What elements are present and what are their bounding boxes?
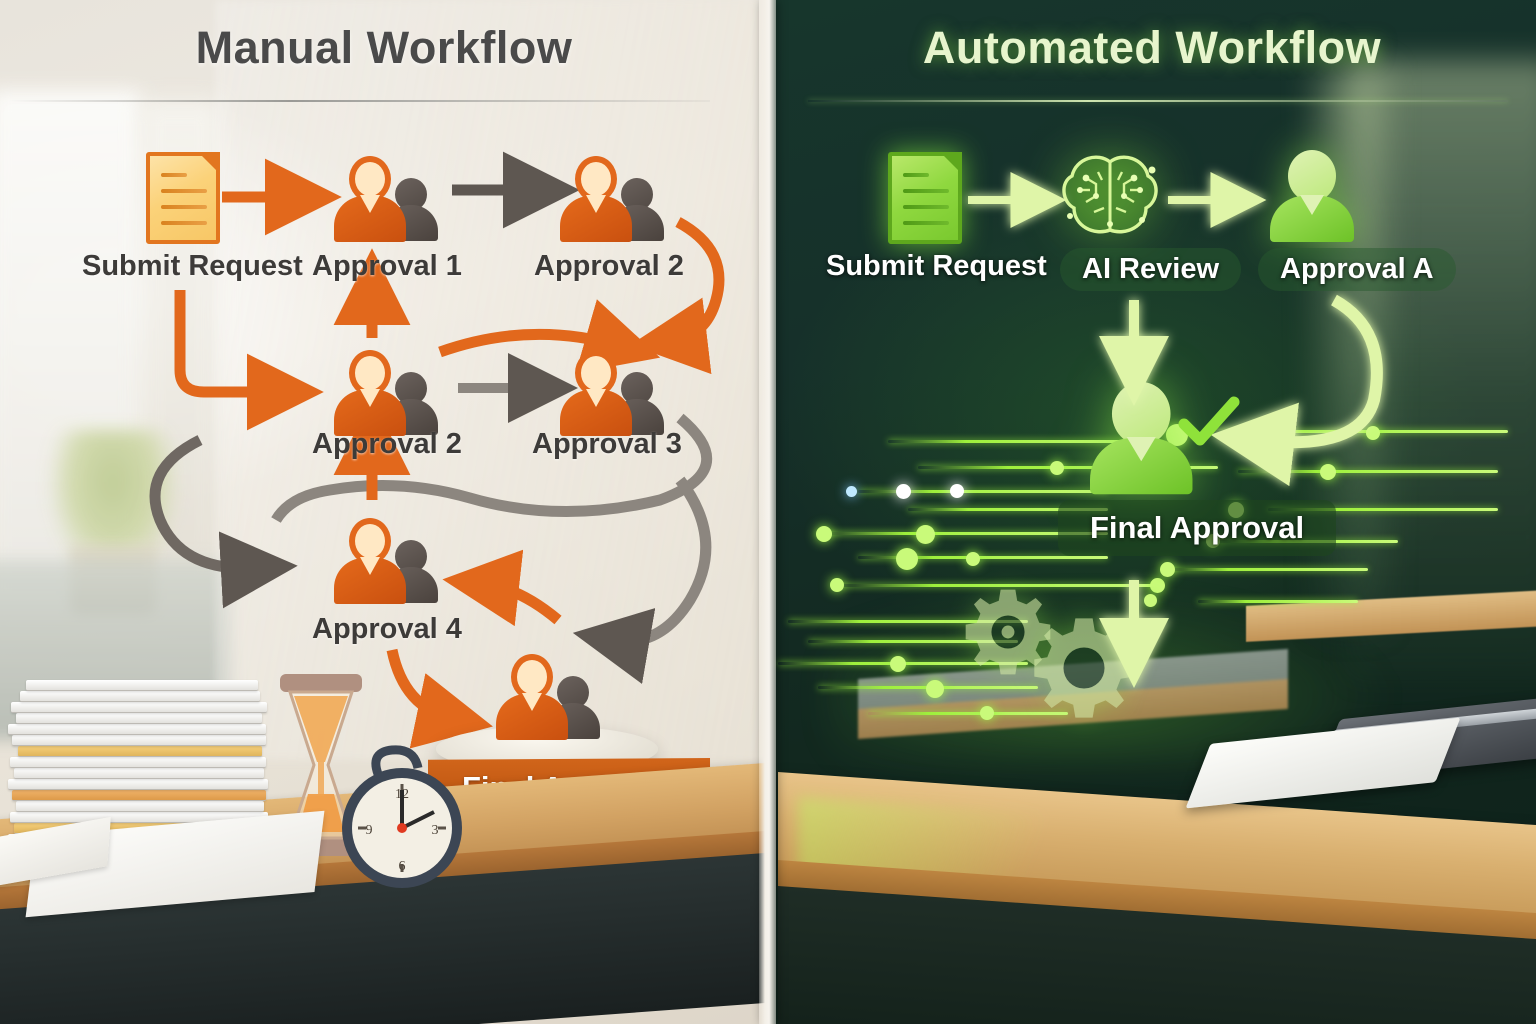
approval-1-people[interactable]: [334, 150, 438, 242]
brain-icon: [1062, 155, 1158, 234]
approval-a-node[interactable]: [1270, 150, 1354, 242]
people-pair-icon: [334, 344, 438, 436]
notepad-icon: [1185, 717, 1461, 809]
gear-icon: [965, 589, 1051, 675]
manual-workflow-panel: Manual Workflow: [0, 0, 768, 1024]
left-title-divider: [10, 100, 710, 102]
ai-review-node[interactable]: [1056, 150, 1164, 242]
panel-divider: [759, 0, 776, 1024]
clock-icon: 12 3 6 9: [342, 745, 462, 888]
manual-flow-arrows: [149, 151, 725, 749]
right-panel-title: Automated Workflow: [922, 22, 1382, 73]
check-mark-icon: [1178, 396, 1240, 446]
label-approval-3: Approval 3: [532, 428, 682, 460]
label-approval-2-top: Approval 2: [534, 250, 684, 282]
automated-workflow-panel: Automated Workflow: [768, 0, 1536, 1024]
left-panel-title: Manual Workflow: [195, 22, 573, 73]
label-submit-request-right: Submit Request: [826, 250, 1047, 282]
document-icon: [888, 152, 962, 244]
people-pair-icon: [334, 150, 438, 242]
label-submit-request: Submit Request: [82, 250, 303, 282]
submit-request-document[interactable]: [146, 152, 220, 244]
approval-4-people[interactable]: [334, 512, 438, 604]
label-approval-4: Approval 4: [312, 613, 462, 645]
label-approval-2-mid: Approval 2: [312, 428, 462, 460]
final-approval-banner-right: Final Approval: [1058, 500, 1337, 556]
label-approval-1: Approval 1: [312, 250, 462, 282]
people-pair-icon: [334, 512, 438, 604]
right-desk: [778, 764, 1536, 1024]
submit-request-document-right[interactable]: [888, 152, 962, 244]
automated-flow-arrows: [968, 172, 1383, 688]
svg-text:9: 9: [366, 823, 373, 838]
label-ai-review: AI Review: [1060, 248, 1241, 291]
approval-3-people[interactable]: [560, 344, 664, 436]
label-approval-a: Approval A: [1258, 248, 1456, 291]
svg-text:3: 3: [432, 823, 439, 838]
people-pair-icon: [496, 648, 600, 740]
right-title-divider: [808, 100, 1508, 102]
approval-2-mid-people[interactable]: [334, 344, 438, 436]
final-approval-people[interactable]: [496, 648, 600, 740]
svg-text:6: 6: [399, 859, 406, 874]
approval-2-top-people[interactable]: [560, 150, 664, 242]
person-icon: [1270, 150, 1354, 242]
document-icon: [146, 152, 220, 244]
people-pair-icon: [560, 344, 664, 436]
people-pair-icon: [560, 150, 664, 242]
